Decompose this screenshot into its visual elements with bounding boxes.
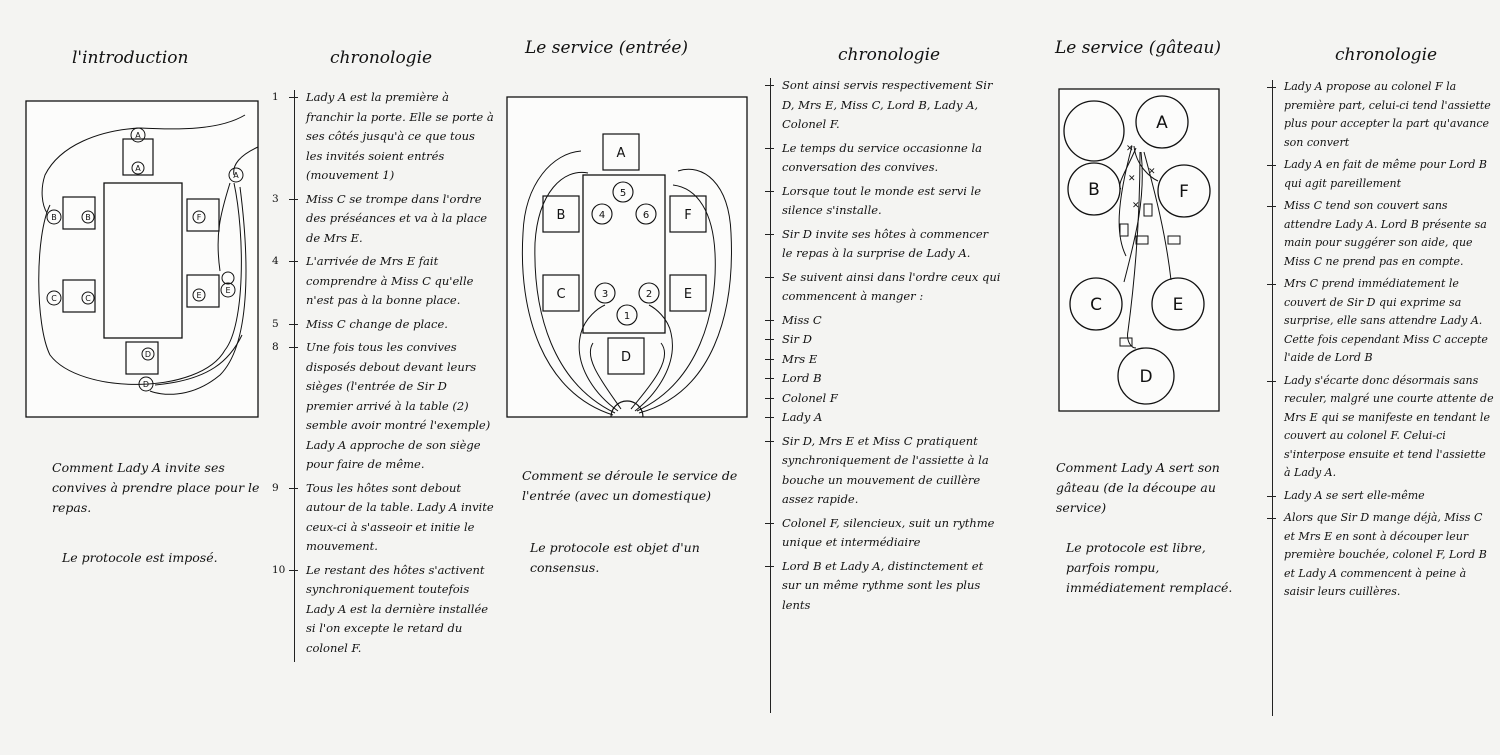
chrono-entry: Colonel F, silencieux, suit un rythme un… (765, 514, 1002, 553)
svg-text:6: 6 (643, 210, 649, 221)
service1-caption: Comment se déroule le service de l'entré… (522, 468, 738, 503)
svg-text:✕: ✕ (1126, 144, 1134, 154)
svg-text:D: D (145, 350, 151, 359)
chrono3-list: Lady A propose au colonel F la première … (1267, 78, 1494, 606)
svg-text:C: C (1090, 295, 1102, 315)
chrono-entry: Sir D (765, 330, 1002, 350)
chrono-entry: Alors que Sir D mange déjà, Miss C et Mr… (1267, 509, 1494, 602)
intro-title: l'introduction (72, 48, 189, 68)
intro-seating-diagram: A A B B C C F E E D D A (25, 100, 259, 418)
svg-text:2: 2 (646, 289, 652, 300)
svg-text:B: B (85, 213, 91, 222)
chrono-entry: Lord B et Lady A, distinctement et sur u… (765, 557, 1002, 616)
service2-title: Le service (gâteau) (1055, 38, 1221, 58)
chrono-entry: Le temps du service occasionne la conver… (765, 139, 1002, 178)
chrono-entry: Lady s'écarte donc désormais sans recule… (1267, 372, 1494, 483)
svg-text:C: C (556, 287, 565, 302)
svg-text:B: B (51, 213, 57, 222)
svg-text:4: 4 (599, 210, 605, 221)
svg-text:B: B (1088, 180, 1100, 200)
chrono-entry: Sir D, Mrs E et Miss C pratiquent synchr… (765, 432, 1002, 510)
svg-text:D: D (621, 350, 631, 365)
svg-text:5: 5 (620, 188, 626, 199)
chrono-entry: Colonel F (765, 389, 1002, 409)
chrono-entry: Sir D invite ses hôtes à commencer le re… (765, 225, 1002, 264)
chrono-entry: Miss C (765, 311, 1002, 331)
svg-text:F: F (684, 208, 691, 223)
chrono-entry: Lorsque tout le monde est servi le silen… (765, 182, 1002, 221)
chrono1-timeline (294, 90, 295, 662)
svg-text:E: E (196, 291, 201, 300)
svg-text:✕: ✕ (1132, 201, 1140, 211)
svg-text:A: A (233, 171, 239, 180)
chrono-entry: Lady A en fait de même pour Lord B qui a… (1267, 156, 1494, 193)
svg-text:A: A (135, 164, 141, 173)
service2-diagram: A B F C E D ✕ ✕ ✕ ✕ (1058, 88, 1220, 412)
chrono3-title: chronologie (1335, 45, 1438, 65)
intro-protocol: Le protocole est imposé. (62, 550, 218, 565)
svg-text:E: E (225, 286, 230, 295)
svg-text:A: A (617, 146, 626, 161)
chrono2-timeline (770, 78, 771, 713)
svg-text:E: E (684, 287, 692, 302)
svg-text:F: F (1179, 182, 1189, 202)
chrono-entry: Sont ainsi servis respectivement Sir D, … (765, 76, 1002, 135)
chrono1-title: chronologie (330, 48, 433, 68)
svg-text:C: C (51, 294, 57, 303)
service1-title: Le service (entrée) (525, 38, 689, 58)
svg-text:D: D (1139, 367, 1152, 387)
svg-text:A: A (1156, 113, 1168, 133)
chrono-entry: Mrs C prend immédiatement le couvert de … (1267, 275, 1494, 368)
svg-text:3: 3 (602, 289, 608, 300)
chrono-entry: Se suivent ainsi dans l'ordre ceux qui c… (765, 268, 1002, 307)
table-shape (103, 182, 183, 339)
svg-text:1: 1 (624, 311, 630, 322)
service1-protocol: Le protocole est objet d'un consensus. (530, 540, 700, 575)
chrono-entry: Lady A propose au colonel F la première … (1267, 78, 1494, 152)
service2-caption: Comment Lady A sert son gâteau (de la dé… (1056, 460, 1220, 515)
service1-diagram: A B F C E D 5 4 6 3 2 1 (506, 96, 748, 418)
chrono2-list: Sont ainsi servis respectivement Sir D, … (765, 76, 1002, 619)
svg-text:✕: ✕ (1128, 174, 1136, 184)
svg-text:✕: ✕ (1148, 167, 1156, 177)
chrono-entry: Lady A se sert elle-même (1267, 487, 1494, 506)
svg-text:A: A (135, 131, 141, 140)
chrono3-timeline (1272, 80, 1273, 716)
svg-text:B: B (557, 208, 566, 223)
chrono2-title: chronologie (838, 45, 941, 65)
chrono-entry: Mrs E (765, 350, 1002, 370)
chrono-entry: Lady A (765, 408, 1002, 428)
svg-text:F: F (197, 213, 202, 222)
svg-text:C: C (85, 294, 91, 303)
service2-protocol: Le protocole est libre, parfois rompu, i… (1066, 540, 1233, 595)
intro-caption: Comment Lady A invite ses convives à pre… (52, 460, 260, 515)
chrono-entry: Lord B (765, 369, 1002, 389)
chrono-entry: Miss C tend son couvert sans attendre La… (1267, 197, 1494, 271)
svg-text:E: E (1173, 295, 1184, 315)
